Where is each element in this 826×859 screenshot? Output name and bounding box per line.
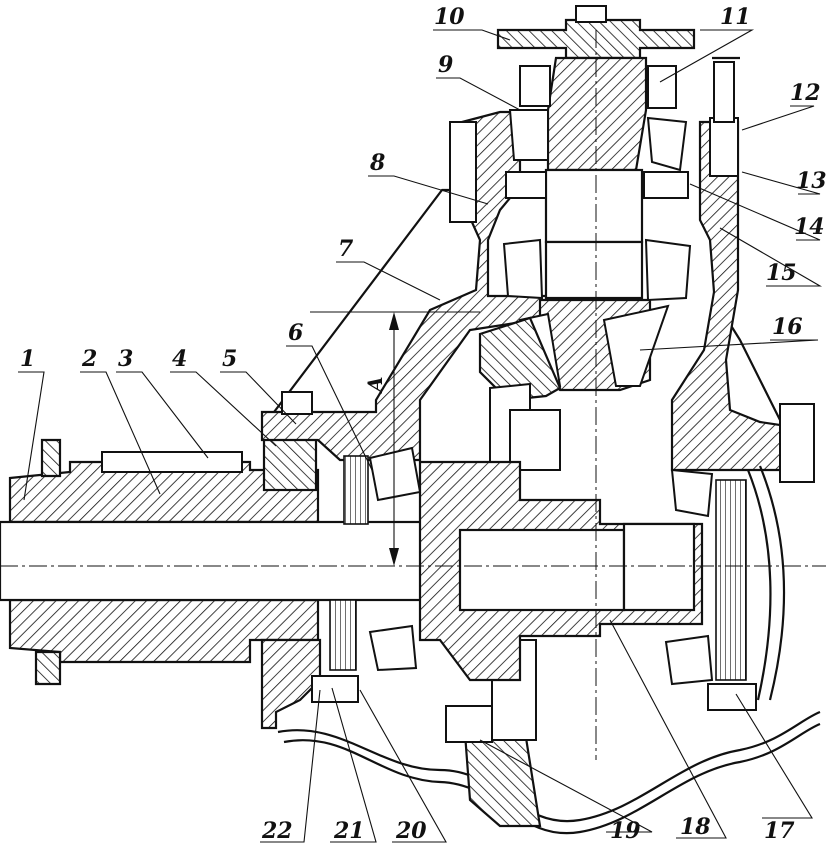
sleeve-lower bbox=[8, 598, 320, 664]
bolt-head-right bbox=[709, 117, 739, 177]
callout-21: 21 bbox=[333, 818, 365, 844]
end-cap-top bbox=[40, 438, 62, 478]
callout-17: 17 bbox=[764, 818, 795, 844]
callout-4: 4 bbox=[172, 346, 187, 372]
callout-1: 1 bbox=[20, 346, 35, 372]
bearing-left-lower bbox=[368, 624, 418, 672]
dimension-label: A bbox=[363, 376, 387, 394]
right-cover-arc bbox=[758, 465, 786, 701]
callout-6: 6 bbox=[288, 320, 303, 346]
spline-rim bbox=[101, 451, 243, 473]
bolt-flange-left bbox=[281, 391, 313, 415]
end-cap-bottom bbox=[34, 650, 62, 686]
callout-18: 18 bbox=[680, 814, 711, 840]
callout-13: 13 bbox=[796, 168, 826, 194]
lower-bearing-right bbox=[644, 238, 692, 302]
callout-5: 5 bbox=[222, 346, 237, 372]
input-shaft-group bbox=[0, 434, 472, 686]
bolt-left-upper bbox=[449, 121, 477, 223]
callout-14: 14 bbox=[794, 214, 825, 240]
output-bore bbox=[622, 522, 696, 612]
bearing-right-upper bbox=[670, 468, 714, 518]
bolt-flange-right bbox=[779, 403, 815, 483]
seal-left bbox=[519, 65, 551, 107]
housing-lower-cover-inner bbox=[283, 722, 821, 835]
upper-bearing-right bbox=[646, 116, 688, 172]
callout-10: 10 bbox=[434, 4, 465, 30]
housing-lower-cover bbox=[277, 710, 821, 823]
callout-8: 8 bbox=[369, 150, 385, 176]
leader-lines bbox=[18, 29, 823, 843]
bolt-right bbox=[713, 61, 735, 123]
bearing-left-upper bbox=[368, 446, 422, 502]
gear-ring-left-upper bbox=[343, 455, 369, 525]
inner-shaft bbox=[0, 520, 472, 602]
callout-16: 16 bbox=[772, 314, 803, 340]
callout-2: 2 bbox=[81, 346, 97, 372]
callout-15: 15 bbox=[766, 260, 797, 286]
pinion-shaft-lower bbox=[544, 240, 644, 300]
pinion-shaft-middle bbox=[544, 168, 644, 244]
bolt-crown-lower bbox=[445, 705, 493, 743]
callout-3: 3 bbox=[118, 346, 133, 372]
top-nut bbox=[575, 5, 607, 23]
crown-wheel-upper bbox=[478, 316, 562, 402]
callout-12: 12 bbox=[790, 80, 821, 106]
lower-bearing-left bbox=[502, 238, 544, 300]
differential-group bbox=[281, 316, 815, 828]
dimension-a: A bbox=[310, 311, 480, 566]
bolt-lower-right bbox=[707, 683, 757, 711]
pinion-shaft-top bbox=[546, 56, 648, 172]
pinion-tooth-right bbox=[602, 304, 670, 387]
crown-web-upper bbox=[509, 409, 561, 471]
output-hub bbox=[458, 528, 626, 612]
spacer-right bbox=[643, 171, 689, 199]
right-cover-arc-inner bbox=[746, 469, 772, 701]
callout-labels: 1 2 3 4 5 6 7 8 9 10 11 12 13 14 15 16 1… bbox=[20, 4, 826, 844]
pinion-shaft-group bbox=[496, 5, 696, 392]
callout-19: 19 bbox=[610, 818, 641, 844]
gear-ring-right bbox=[715, 479, 747, 681]
bearing-right-lower bbox=[664, 634, 714, 686]
callout-11: 11 bbox=[720, 4, 751, 30]
housing-lower-left bbox=[260, 638, 322, 730]
nut bbox=[262, 434, 318, 492]
callout-7: 7 bbox=[338, 236, 354, 262]
callout-20: 20 bbox=[395, 818, 427, 844]
callout-22: 22 bbox=[261, 818, 293, 844]
upper-bearing-left bbox=[508, 109, 549, 161]
gear-ring-left-lower bbox=[329, 599, 357, 671]
callout-9: 9 bbox=[438, 52, 453, 78]
spacer-left bbox=[505, 171, 547, 199]
housing-group bbox=[260, 56, 821, 835]
seal-right bbox=[647, 65, 677, 109]
